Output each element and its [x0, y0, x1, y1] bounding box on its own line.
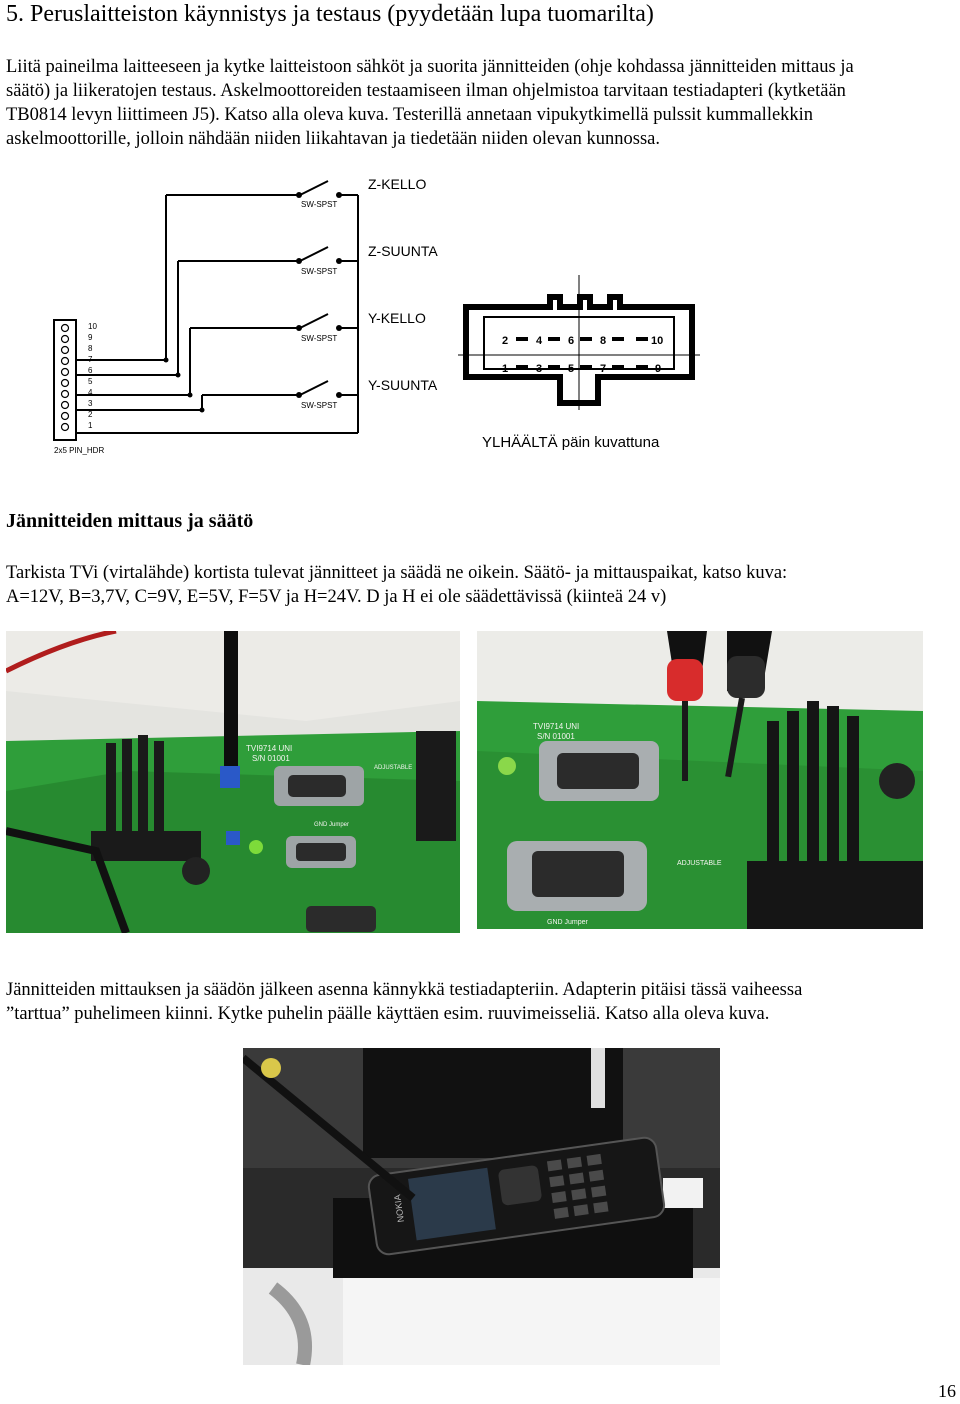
pin-label: 4	[88, 388, 93, 397]
section-heading: 5. Peruslaitteiston käynnistys ja testau…	[6, 1, 654, 27]
voltages-line: Tarkista TVi (virtalähde) kortista tulev…	[6, 563, 788, 583]
switch-label: SW-SPST	[301, 267, 337, 276]
section-title-voltages: Jännitteiden mittaus ja säätö	[6, 510, 254, 532]
pin-label: 1	[88, 421, 93, 430]
switch-label: SW-SPST	[301, 401, 337, 410]
connector-pin: 5	[568, 363, 574, 375]
intro-line: säätö) ja liikeratojen testaus. Askelmoo…	[6, 81, 846, 101]
connector-pin: 3	[536, 363, 542, 375]
board-serial-label: S/N 01001	[252, 754, 290, 763]
pin-label: 5	[88, 377, 93, 386]
phone-adapter-photo: NOKIA	[243, 1048, 720, 1365]
signal-label: Y-SUUNTA	[368, 377, 438, 393]
connector-pin: 10	[651, 335, 663, 347]
connector-pin: 9	[655, 363, 661, 375]
voltages-paragraph: Tarkista TVi (virtalähde) kortista tulev…	[6, 561, 954, 609]
pin-label: 6	[88, 366, 93, 375]
intro-line: askelmoottorille, jolloin nähdään niiden…	[6, 129, 661, 149]
intro-paragraph: Liitä paineilma laitteeseen ja kytke lai…	[6, 55, 954, 151]
connector-pin: 7	[600, 363, 606, 375]
board-name-label: TVI9714 UNI	[533, 722, 579, 731]
connector-pin: 8	[600, 335, 606, 347]
pin-label: 7	[88, 355, 93, 364]
pin-label: 3	[88, 399, 93, 408]
header-label: 2x5 PIN_HDR	[54, 446, 104, 455]
connector-pin: 6	[568, 335, 574, 347]
pin-label: 8	[88, 344, 93, 353]
intro-line: TB0814 levyn liittimeen J5). Katso alla …	[6, 105, 814, 125]
board-photo-measuring: TVI9714 UNI S/N 01001 ADJUSTABLE GND Jum…	[477, 631, 923, 929]
pin-label: 2	[88, 410, 93, 419]
phone-paragraph: Jännitteiden mittauksen ja säädön jälkee…	[6, 978, 954, 1026]
adjustable-label: ADJUSTABLE	[677, 860, 722, 867]
intro-line: Liitä paineilma laitteeseen ja kytke lai…	[6, 57, 854, 77]
voltages-line: A=12V, B=3,7V, C=9V, E=5V, F=5V ja H=24V…	[6, 587, 667, 607]
page-number: 16	[938, 1381, 956, 1401]
switch-label: SW-SPST	[301, 200, 337, 209]
gnd-jumper-label: GND Jumper	[314, 822, 349, 828]
adjustable-label: ADJUSTABLE	[374, 765, 412, 771]
phone-line: ”tarttua” puhelimeen kiinni. Kytke puhel…	[6, 1004, 770, 1024]
switch-label: SW-SPST	[301, 334, 337, 343]
signal-label: Z-KELLO	[368, 176, 426, 192]
connector-pin: 4	[536, 335, 543, 347]
phone-line: Jännitteiden mittauksen ja säädön jälkee…	[6, 980, 803, 1000]
connector-top-view: 2 4 6 8 10 1 3 5 7 9 YLHÄÄLTÄ päin kuvat…	[458, 275, 700, 451]
test-adapter-schematic: 10 9 8 7 6 5 4 3 2 1 2x5 PIN_HDR SW-SPST…	[53, 176, 700, 455]
connector-pin: 1	[502, 363, 508, 375]
connector-pin: 2	[502, 335, 508, 347]
pin-label: 10	[88, 322, 97, 331]
board-serial-label: S/N 01001	[537, 732, 575, 741]
connector-caption: YLHÄÄLTÄ päin kuvattuna	[482, 434, 660, 451]
pin-label: 9	[88, 333, 93, 342]
board-name-label: TVI9714 UNI	[246, 744, 292, 753]
gnd-jumper-label: GND Jumper	[547, 919, 589, 926]
signal-label: Z-SUUNTA	[368, 243, 438, 259]
board-photo-adjusting: TVI9714 UNI S/N 01001 ADJUSTABLE GND Jum…	[6, 631, 460, 933]
signal-label: Y-KELLO	[368, 310, 426, 326]
phone-brand-label: NOKIA	[392, 1194, 406, 1223]
